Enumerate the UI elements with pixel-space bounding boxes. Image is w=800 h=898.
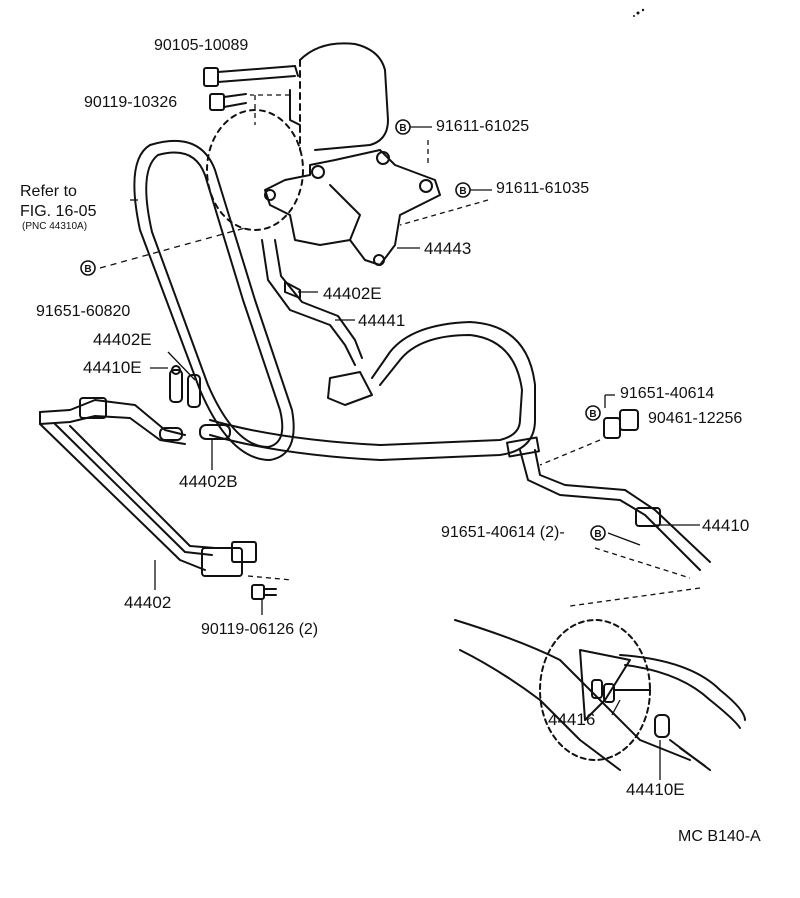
label-44416: 44416 xyxy=(548,710,596,729)
label-91611-61035: 91611-61035 xyxy=(496,180,590,197)
label-44402b: 44402B xyxy=(179,472,238,491)
bolt-90119-06126 xyxy=(251,584,277,600)
label-44441: 44441 xyxy=(358,311,406,330)
hose-44402b xyxy=(159,424,231,441)
pulley xyxy=(206,109,304,231)
label-90119-10326: 90119-10326 xyxy=(84,94,178,111)
refer-line-3: (PNC 44310A) xyxy=(22,221,88,232)
label-91651-40614: 91651-40614 xyxy=(620,385,715,402)
refer-line-1: Refer to xyxy=(20,183,77,200)
bolt-90119-10326 xyxy=(209,93,247,111)
label-44443: 44443 xyxy=(424,239,472,258)
label-44410e-bottom: 44410E xyxy=(626,780,685,799)
label-90461-12256: 90461-12256 xyxy=(648,410,743,427)
label-91651-40614-2: 91651-40614 (2)- xyxy=(441,524,565,541)
label-90105-10089: 90105-10089 xyxy=(154,37,249,54)
diagram-code: MC B140-A xyxy=(678,828,761,845)
b-marker-2: B xyxy=(459,186,466,197)
label-90119-06126: 90119-06126 (2) xyxy=(201,621,319,638)
pipe-44441 xyxy=(261,239,363,366)
b-marker-1: B xyxy=(399,123,406,134)
label-44410e-left: 44410E xyxy=(83,358,142,377)
b-marker-3: B xyxy=(84,264,91,275)
main-hose xyxy=(209,321,536,461)
steering-gear xyxy=(454,619,746,771)
drive-belt xyxy=(133,139,295,461)
label-91651-60820: 91651-60820 xyxy=(36,303,131,320)
union-90461 xyxy=(603,409,639,439)
b-marker-4: B xyxy=(589,409,596,420)
bracket-44443 xyxy=(264,149,441,266)
return-line xyxy=(506,436,711,571)
label-44402e-top: 44402E xyxy=(323,284,382,303)
label-44402: 44402 xyxy=(124,593,172,612)
b-marker-5: B xyxy=(594,529,601,540)
label-44410: 44410 xyxy=(702,516,750,535)
refer-line-2: FIG. 16-05 xyxy=(20,203,97,220)
clamp-44410e-left xyxy=(169,365,201,408)
b-markers xyxy=(80,119,606,541)
label-91611-61025: 91611-61025 xyxy=(436,118,530,135)
bolt-90105 xyxy=(203,65,299,87)
label-44402e-left: 44402E xyxy=(93,330,152,349)
pump-body xyxy=(289,42,389,151)
